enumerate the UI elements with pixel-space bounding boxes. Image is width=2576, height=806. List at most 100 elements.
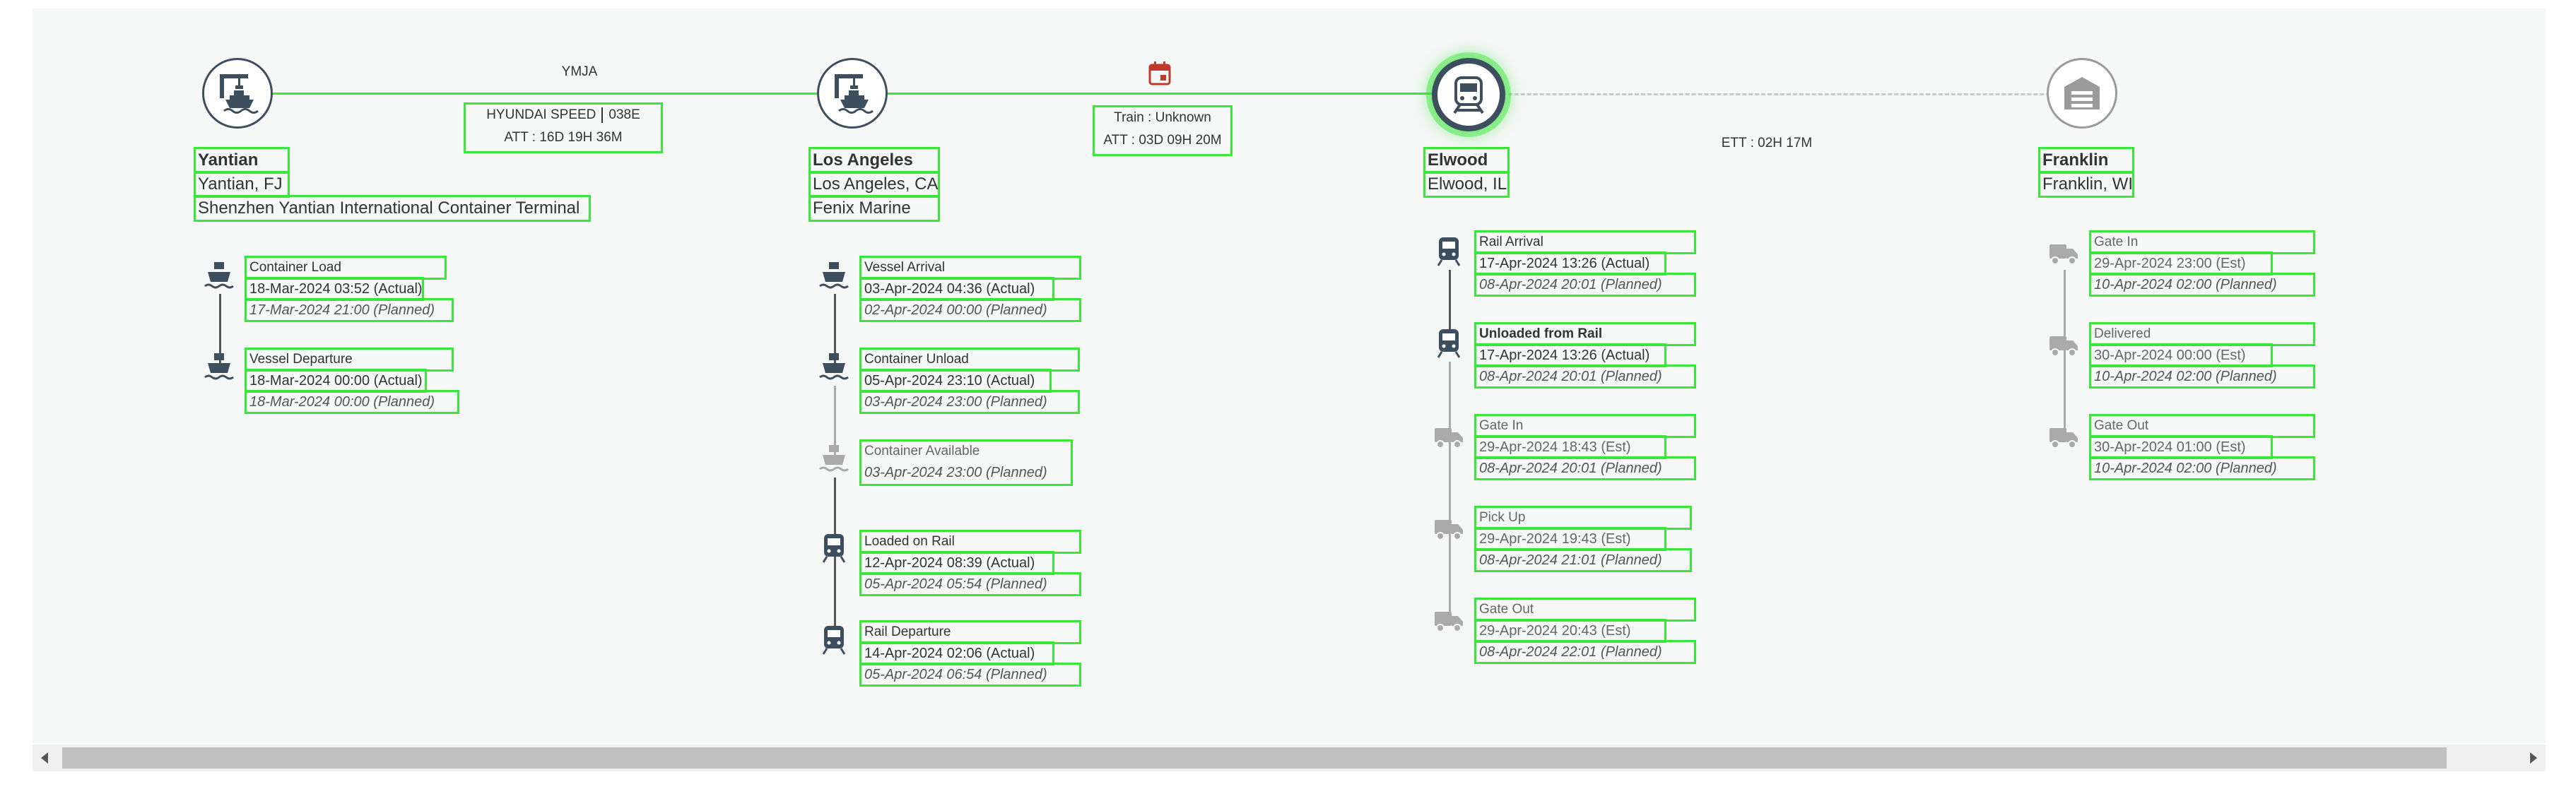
warehouse-icon (2064, 77, 2100, 109)
ship-icon (204, 353, 234, 380)
event-planned-time: 10-Apr-2024 02:00 (Planned) (2089, 456, 2315, 480)
event-card: Container Unload 05-Apr-2024 23:10 (Actu… (859, 348, 1080, 414)
leg-vessel-info: HYUNDAI SPEED 038E ATT : 16D 19H 36M (464, 102, 663, 153)
event-card: Rail Arrival 17-Apr-2024 13:26 (Actual) … (1474, 230, 1696, 297)
event-title: Vessel Departure (245, 348, 454, 372)
stop-node-franklin[interactable] (2047, 58, 2117, 129)
leg-att: ATT : 16D 19H 36M (504, 130, 623, 145)
leg-att: ATT : 03D 09H 20M (1103, 133, 1222, 148)
event-connector (834, 386, 836, 456)
event-actual-time: 30-Apr-2024 00:00 (Est) (2089, 343, 2273, 367)
stop-name: Franklin (2038, 147, 2134, 174)
stop-city: Elwood, IL (1423, 171, 1510, 198)
ship-icon (819, 445, 849, 472)
event-title: Unloaded from Rail (1474, 322, 1696, 346)
truck-icon (2049, 428, 2078, 449)
event-card: Gate In 29-Apr-2024 18:43 (Est) 08-Apr-2… (1474, 414, 1696, 480)
stop-location-yantian: Yantian Yantian, FJ Shenzhen Yantian Int… (194, 147, 591, 222)
event-actual-time: 29-Apr-2024 20:43 (Est) (1474, 619, 1666, 643)
event-title: Rail Departure (859, 620, 1081, 644)
event-planned-time: 18-Mar-2024 00:00 (Planned) (245, 390, 459, 414)
route-line-pending (1483, 93, 2082, 95)
scroll-right-arrow-icon[interactable] (2530, 752, 2537, 764)
event-actual-time: 17-Apr-2024 13:26 (Actual) (1474, 343, 1666, 367)
event-connector (834, 294, 836, 365)
truck-icon (1435, 428, 1463, 449)
event-actual-time: 29-Apr-2024 18:43 (Est) (1474, 435, 1666, 459)
event-card: Unloaded from Rail 17-Apr-2024 13:26 (Ac… (1474, 322, 1696, 389)
event-planned-time: 08-Apr-2024 20:01 (Planned) (1474, 365, 1696, 389)
train-icon (822, 626, 846, 655)
event-planned-time: 05-Apr-2024 06:54 (Planned) (859, 663, 1081, 687)
truck-icon (1435, 520, 1463, 540)
event-connector (1449, 270, 1451, 340)
event-actual-time: 30-Apr-2024 01:00 (Est) (2089, 435, 2273, 459)
event-actual-time: 29-Apr-2024 19:43 (Est) (1474, 527, 1666, 551)
event-title: Gate Out (2089, 414, 2315, 438)
event-actual-time: 17-Apr-2024 13:26 (Actual) (1474, 251, 1666, 275)
ship-icon (819, 353, 849, 380)
leg-ett: ETT : 02H 17M (1721, 136, 1813, 150)
train-icon (1437, 237, 1461, 266)
stop-node-yantian[interactable] (202, 58, 273, 129)
stop-city: Franklin, WI (2038, 171, 2134, 198)
event-title: Delivered (2089, 322, 2315, 346)
horizontal-scrollbar[interactable] (33, 745, 2546, 771)
event-planned-time: 05-Apr-2024 05:54 (Planned) (859, 572, 1081, 596)
event-actual-time: 14-Apr-2024 02:06 (Actual) (859, 641, 1054, 665)
event-planned-time: 08-Apr-2024 20:01 (Planned) (1474, 456, 1696, 480)
event-planned-time: 03-Apr-2024 23:00 (Planned) (859, 390, 1080, 414)
leg-mode: Train : Unknown (1114, 110, 1211, 125)
event-title: Gate Out (1474, 598, 1696, 622)
event-connector (219, 294, 221, 365)
stop-name: Elwood (1423, 147, 1510, 174)
event-card: Delivered 30-Apr-2024 00:00 (Est) 10-Apr… (2089, 322, 2315, 389)
train-icon (822, 534, 846, 563)
event-card: Pick Up 29-Apr-2024 19:43 (Est) 08-Apr-2… (1474, 506, 1692, 572)
event-actual-time: 05-Apr-2024 23:10 (Actual) (859, 369, 1052, 393)
event-title: Gate In (1474, 414, 1696, 438)
event-actual-time: 18-Mar-2024 00:00 (Actual) (245, 369, 427, 393)
event-card: Container Load 18-Mar-2024 03:52 (Actual… (245, 256, 454, 322)
stop-city: Los Angeles, CA (808, 171, 940, 198)
stop-location-franklin: Franklin Franklin, WI (2038, 147, 2134, 198)
train-icon (1437, 329, 1461, 358)
event-connector (2064, 270, 2066, 432)
event-planned-time: 08-Apr-2024 20:01 (Planned) (1474, 273, 1696, 297)
event-card: Vessel Arrival 03-Apr-2024 04:36 (Actual… (859, 256, 1081, 322)
stop-location-elwood: Elwood Elwood, IL (1423, 147, 1510, 198)
stop-node-los-angeles[interactable] (817, 58, 888, 129)
event-planned-time: 03-Apr-2024 23:00 (Planned) (864, 465, 1047, 480)
event-title: Rail Arrival (1474, 230, 1696, 254)
event-title: Container Load (245, 256, 447, 280)
truck-icon (2049, 244, 2078, 265)
event-card: Vessel Departure 18-Mar-2024 00:00 (Actu… (245, 348, 459, 414)
event-actual-time: 18-Mar-2024 03:52 (Actual) (245, 277, 424, 301)
event-planned-time: 10-Apr-2024 02:00 (Planned) (2089, 365, 2315, 389)
ship-icon (204, 262, 234, 289)
event-actual-time: 03-Apr-2024 04:36 (Actual) (859, 277, 1054, 301)
scroll-left-arrow-icon[interactable] (41, 752, 48, 764)
stop-node-elwood[interactable] (1432, 58, 1505, 131)
event-title: Container Available (864, 444, 980, 458)
calendar-icon[interactable] (1148, 61, 1172, 86)
ship-icon (819, 262, 849, 289)
event-planned-time: 10-Apr-2024 02:00 (Planned) (2089, 273, 2315, 297)
stop-name: Los Angeles (808, 147, 940, 174)
event-planned-time: 08-Apr-2024 21:01 (Planned) (1474, 548, 1692, 572)
stop-city: Yantian, FJ (194, 171, 290, 198)
truck-icon (1435, 612, 1463, 632)
event-title: Container Unload (859, 348, 1080, 372)
leg-carrier: YMJA (561, 64, 598, 79)
scrollbar-thumb[interactable] (62, 747, 2447, 769)
event-planned-time: 08-Apr-2024 22:01 (Planned) (1474, 640, 1696, 664)
truck-icon (2049, 336, 2078, 357)
event-actual-time: 29-Apr-2024 23:00 (Est) (2089, 251, 2273, 275)
port-crane-ship-icon (835, 74, 874, 114)
stop-facility: Shenzhen Yantian International Container… (194, 195, 591, 222)
event-actual-time: 12-Apr-2024 08:39 (Actual) (859, 551, 1054, 575)
event-title: Loaded on Rail (859, 530, 1081, 554)
event-card: Loaded on Rail 12-Apr-2024 08:39 (Actual… (859, 530, 1081, 596)
stop-facility: Fenix Marine (808, 195, 940, 222)
event-title: Vessel Arrival (859, 256, 1081, 280)
